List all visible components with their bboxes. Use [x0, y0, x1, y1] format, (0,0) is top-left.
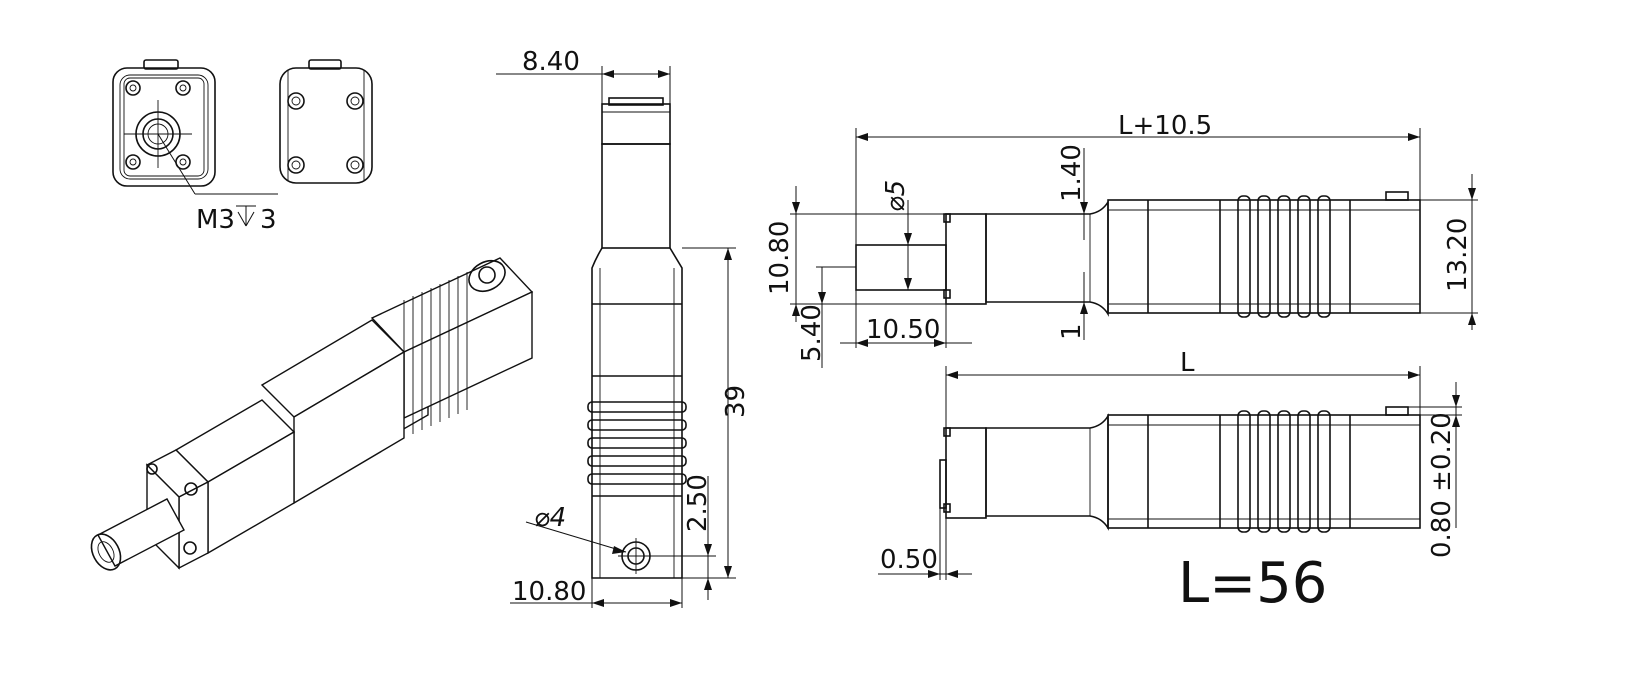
- dim-l-plus: L+10.5: [1118, 111, 1212, 141]
- dim-1-40: 1.40: [1057, 144, 1087, 202]
- vertical-fins: [587, 401, 687, 485]
- dim-dia-4: ⌀4: [534, 503, 566, 533]
- dim-13-20: 13.20: [1443, 218, 1473, 292]
- dim-8-40: 8.40: [522, 47, 580, 77]
- dim-0-80: 0.80 ±0.20: [1427, 412, 1457, 558]
- bottom-view-fins: [1237, 410, 1331, 533]
- isometric-view: [90, 257, 534, 571]
- top-view-fins: [1237, 195, 1331, 318]
- dim-2-50: 2.50: [683, 474, 713, 532]
- side-view-bottom: L 0.80 ±0.20 0.50 L=56: [878, 348, 1462, 616]
- end-view-front: M3 3: [112, 59, 278, 235]
- dim-10-80-left: 10.80: [765, 221, 795, 295]
- depth-symbol: [236, 205, 256, 227]
- length-value: L=56: [1178, 551, 1327, 616]
- end-view-back: [279, 59, 373, 184]
- dim-5-40: 5.40: [797, 304, 827, 362]
- side-view-vertical: 8.40 39 2.50 ⌀4 10.80: [496, 47, 751, 608]
- dim-1: 1: [1057, 323, 1087, 340]
- dim-10-50: 10.50: [866, 315, 940, 345]
- dim-10-80-bottom: 10.80: [512, 577, 586, 607]
- dim-dia-5: ⌀5: [881, 180, 911, 212]
- dim-0-50: 0.50: [880, 545, 938, 575]
- dim-39: 39: [721, 385, 751, 418]
- thread-label: M3: [196, 205, 235, 235]
- dim-l: L: [1180, 348, 1195, 378]
- thread-depth-label: 3: [260, 205, 277, 235]
- side-view-top: L+10.5 ⌀5 1.40 1 10.80 5.40 10.50: [765, 111, 1478, 368]
